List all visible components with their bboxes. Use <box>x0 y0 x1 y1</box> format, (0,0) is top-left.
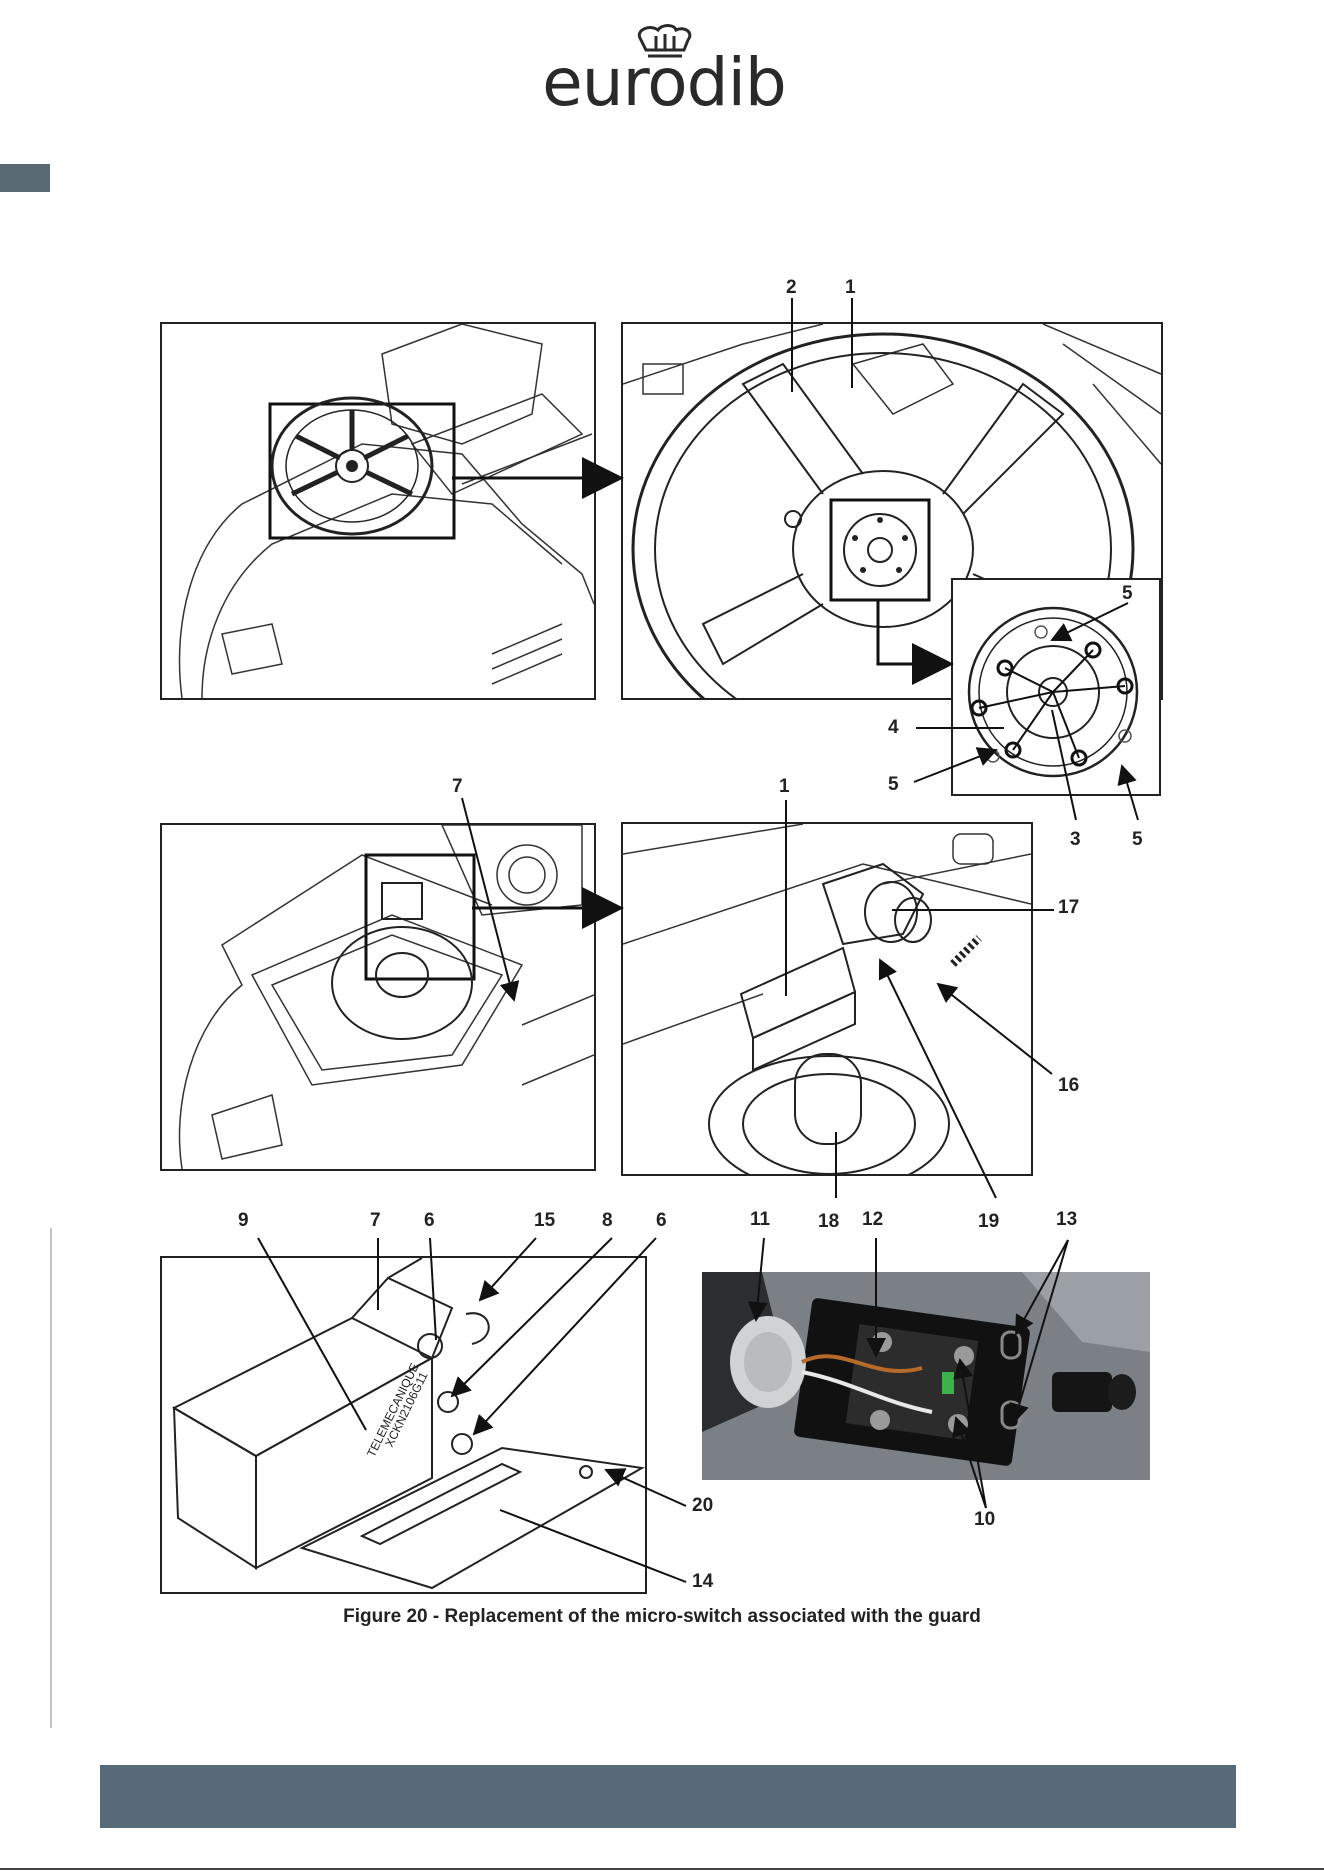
callout-9: 9 <box>238 1211 249 1230</box>
callout-6-left: 6 <box>424 1211 435 1230</box>
footer-bar <box>100 1765 1236 1828</box>
bottom-rule <box>0 1868 1324 1870</box>
panel-overview-top <box>160 322 596 700</box>
callout-19: 19 <box>978 1212 999 1231</box>
callout-5-right: 5 <box>1132 830 1143 849</box>
callout-7-middle: 7 <box>452 777 463 796</box>
side-tab <box>0 164 50 192</box>
callout-11: 11 <box>750 1210 770 1229</box>
callout-17: 17 <box>1058 898 1079 917</box>
callout-7-bottom: 7 <box>370 1211 381 1230</box>
eurodib-logo: eurodib <box>514 24 814 124</box>
callout-5-top: 5 <box>1122 584 1133 603</box>
panel-hub-inset <box>951 578 1161 796</box>
callout-20: 20 <box>692 1496 713 1515</box>
brand-name: eurodib <box>514 50 814 116</box>
callout-15: 15 <box>534 1211 555 1230</box>
panel-micro-switch: XCKN2106G11 TELEMECANIQUE <box>160 1256 647 1594</box>
callout-18: 18 <box>818 1212 839 1231</box>
callout-13: 13 <box>1056 1210 1077 1229</box>
callout-1-top: 1 <box>845 278 856 297</box>
callout-14: 14 <box>692 1572 713 1591</box>
panel-guard-overview <box>160 823 596 1171</box>
callout-10: 10 <box>974 1510 995 1529</box>
callout-3: 3 <box>1070 830 1081 849</box>
callout-6-right: 6 <box>656 1211 667 1230</box>
margin-rule <box>50 1228 52 1728</box>
callout-2: 2 <box>786 278 797 297</box>
callout-12: 12 <box>862 1210 883 1229</box>
wiring-photo <box>702 1272 1150 1480</box>
callout-8: 8 <box>602 1211 613 1230</box>
callout-1-middle: 1 <box>779 777 790 796</box>
callout-4: 4 <box>888 718 899 737</box>
callout-16: 16 <box>1058 1076 1079 1095</box>
panel-switch-detail <box>621 822 1033 1176</box>
callout-5-left: 5 <box>888 775 899 794</box>
figure-caption: Figure 20 - Replacement of the micro-swi… <box>160 1606 1164 1628</box>
